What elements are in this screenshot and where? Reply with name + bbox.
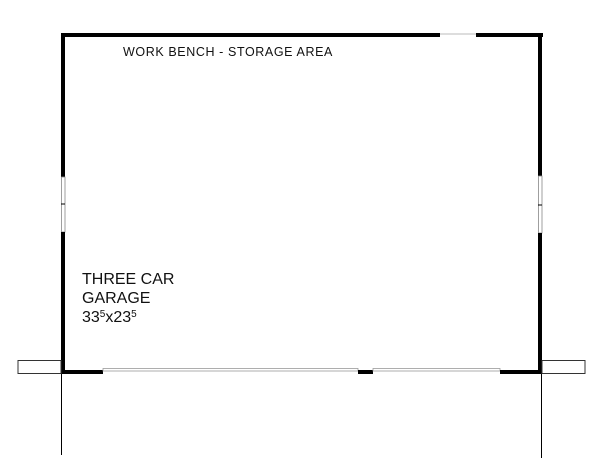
left-wall-upper bbox=[61, 33, 65, 177]
left-stub-wall bbox=[17, 360, 62, 374]
garage-door-2 bbox=[372, 368, 501, 372]
dim-width-inches: 5 bbox=[99, 309, 106, 320]
door-pier bbox=[358, 370, 373, 374]
dim-depth-inches: 5 bbox=[131, 309, 137, 320]
top-wall-right-segment bbox=[476, 33, 543, 37]
garage-door-1 bbox=[102, 368, 359, 372]
room-label: THREE CAR GARAGE 335x235 bbox=[82, 270, 174, 327]
bottom-wall-left-segment bbox=[61, 370, 103, 374]
right-wall-lower bbox=[538, 233, 542, 374]
left-wall-lower bbox=[61, 232, 65, 374]
dim-depth: 23 bbox=[113, 309, 132, 326]
work-bench-storage-label: WORK BENCH - STORAGE AREA bbox=[123, 45, 333, 59]
room-name-line2: GARAGE bbox=[82, 290, 151, 307]
right-stub-wall bbox=[541, 360, 586, 374]
bottom-wall-right-segment bbox=[500, 370, 542, 374]
top-wall-left-segment bbox=[61, 33, 440, 37]
right-wall-upper bbox=[538, 33, 542, 176]
room-dimensions: 335x235 bbox=[82, 308, 174, 327]
dim-separator: x bbox=[105, 309, 114, 326]
room-name-line1: THREE CAR bbox=[82, 271, 175, 288]
dim-width: 33 bbox=[82, 309, 100, 326]
